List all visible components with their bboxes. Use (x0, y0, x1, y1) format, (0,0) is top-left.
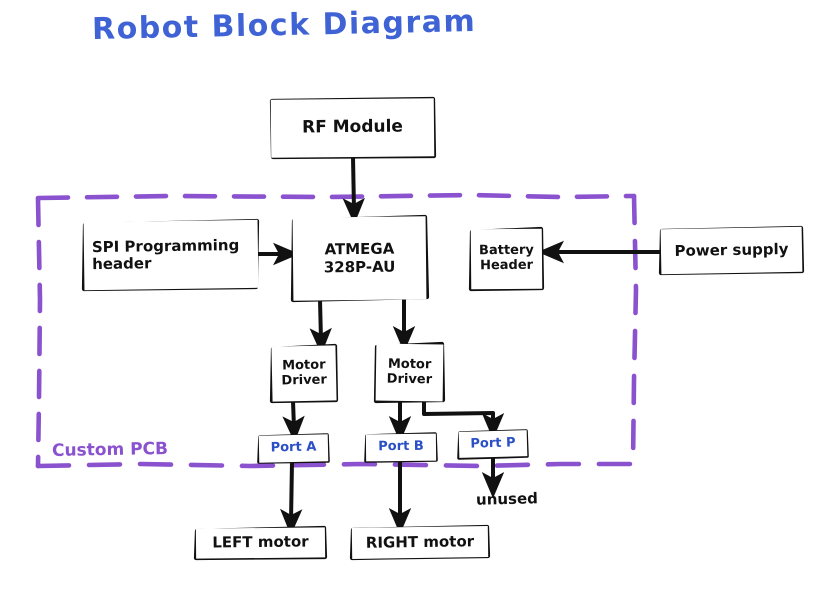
node-port-b[interactable]: Port B (365, 433, 437, 462)
node-motor-driver-right-label-line1: Motor (387, 356, 432, 372)
node-spi-header-label-line2: header (91, 254, 152, 274)
node-mcu-label-line2: 328P-AU (323, 257, 396, 276)
node-battery-label-line2: Header (479, 257, 534, 274)
node-mcu-label-line1: ATMEGA (324, 239, 395, 259)
node-left-motor-label: LEFT motor (212, 532, 309, 552)
node-port-a-label: Port A (270, 439, 317, 456)
node-right-motor[interactable]: RIGHT motor (351, 526, 489, 559)
node-motor-driver-left-label-line2: Driver (281, 372, 327, 388)
node-spi-programming-header[interactable]: SPI Programming header (83, 219, 259, 291)
edge-mcu-to-driver-left (309, 298, 332, 355)
node-power-supply-label: Power supply (674, 239, 789, 260)
node-battery-header[interactable]: Battery Header (470, 228, 543, 290)
unused-label: unused (475, 489, 539, 509)
edge-rf-to-mcu (342, 155, 365, 225)
node-spi-header-label-line1: SPI Programming (91, 235, 240, 256)
node-port-p-label: Port P (470, 434, 516, 452)
node-motor-driver-left[interactable]: Motor Driver (271, 345, 337, 402)
node-rf-module-label: RF Module (301, 116, 404, 138)
edge-port-a-to-left-motor (280, 460, 303, 536)
node-right-motor-label: RIGHT motor (365, 532, 475, 552)
node-port-b-label: Port B (378, 438, 424, 455)
node-motor-driver-right[interactable]: Motor Driver (375, 343, 444, 402)
node-motor-driver-left-label-line1: Motor (281, 357, 326, 374)
edge-driver-right-to-port-p (422, 399, 505, 440)
node-left-motor[interactable]: LEFT motor (195, 527, 326, 559)
node-port-a[interactable]: Port A (258, 434, 329, 463)
node-port-p[interactable]: Port P (458, 430, 528, 458)
custom-pcb-dashed-boundary (35, 192, 639, 469)
node-rf-module[interactable]: RF Module (270, 98, 435, 158)
edge-driver-left-to-port-a (282, 399, 305, 443)
node-motor-driver-right-label-line2: Driver (386, 371, 433, 387)
node-power-supply[interactable]: Power supply (660, 226, 803, 275)
node-atmega-mcu[interactable]: ATMEGA 328P-AU (292, 216, 427, 301)
custom-pcb-label: Custom PCB (51, 438, 169, 462)
